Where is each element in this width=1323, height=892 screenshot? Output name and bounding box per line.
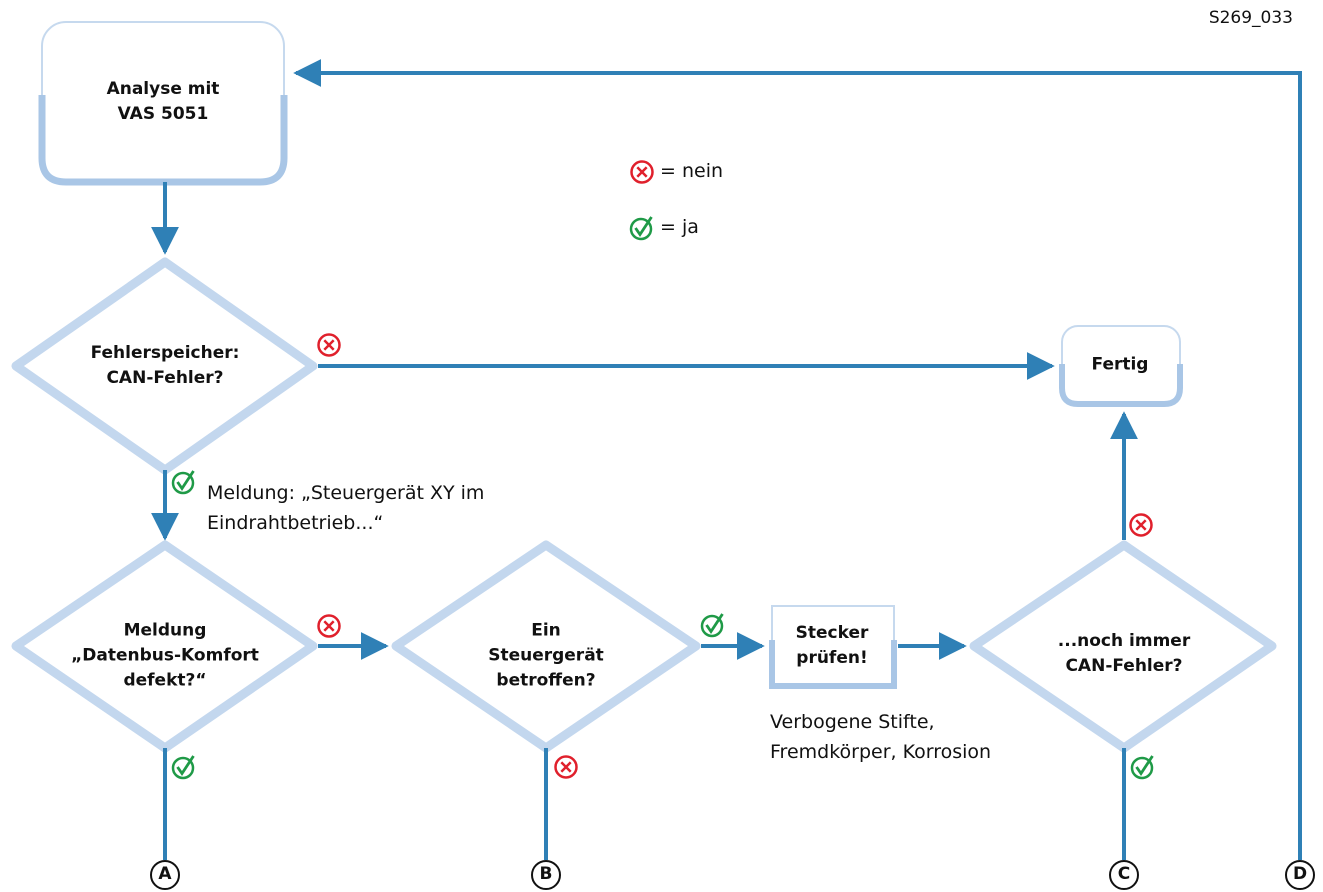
done-label-text: Fertig	[1091, 354, 1149, 375]
q3-label-line-3: betroffen?	[496, 670, 596, 691]
connector-a: A	[150, 860, 180, 890]
check-box-shape	[769, 605, 897, 689]
check-note: Verbogene Stifte, Fremdkörper, Korrosion	[770, 707, 991, 767]
start-label-line-1: Analyse mit	[106, 79, 220, 99]
q1-yes-note-line-1: Meldung: „Steuergerät XY im	[207, 482, 485, 504]
done-label: Fertig	[1092, 353, 1149, 378]
done-box-shape	[1059, 325, 1183, 407]
q3-label-line-2: Steuergerät	[488, 645, 604, 666]
q3-label-line-1: Ein	[531, 620, 561, 641]
no-icon	[630, 160, 654, 184]
q3-label: Ein Steuergerät betroffen?	[488, 619, 604, 694]
yes-icon	[171, 755, 195, 780]
figure-code: S269_033	[1208, 8, 1293, 28]
connector-b: B	[531, 860, 561, 890]
connector-c: C	[1109, 860, 1139, 890]
check-label-line-1: Stecker	[795, 623, 869, 643]
yes-icon	[171, 470, 195, 495]
q2-label-line-3: defekt?“	[123, 670, 207, 691]
start-label: Analyse mit VAS 5051	[107, 77, 220, 127]
no-icon	[317, 333, 341, 357]
check-label-line-2: prüfen!	[796, 648, 868, 668]
flow-d-back-to-start	[293, 59, 1302, 860]
q1-label-line-2: CAN-Fehler?	[106, 368, 224, 388]
q4-label: ...noch immer CAN-Fehler?	[1058, 629, 1190, 679]
no-icon	[317, 614, 341, 638]
yes-icon	[629, 216, 653, 241]
q2-label: Meldung „Datenbus-Komfort defekt?“	[71, 619, 259, 694]
yes-icon	[700, 613, 724, 638]
q1-yes-note: Meldung: „Steuergerät XY im Eindrahtbetr…	[207, 478, 484, 538]
q4-label-line-2: CAN-Fehler?	[1065, 656, 1183, 676]
yes-icon	[1130, 755, 1154, 780]
q4-label-line-1: ...noch immer	[1057, 631, 1191, 651]
check-note-line-1: Verbogene Stifte,	[770, 711, 935, 733]
legend-yes-text: = ja	[660, 216, 699, 238]
no-icon	[1129, 513, 1153, 537]
q1-label-line-1: Fehlerspeicher:	[90, 343, 240, 363]
connector-d: D	[1285, 860, 1315, 890]
start-label-line-2: VAS 5051	[117, 104, 209, 124]
q1-yes-note-line-2: Eindrahtbetrieb...“	[207, 512, 384, 534]
q2-label-line-2: „Datenbus-Komfort	[71, 645, 259, 666]
check-note-line-2: Fremdkörper, Korrosion	[770, 741, 992, 763]
check-label: Stecker prüfen!	[796, 621, 869, 671]
q2-label-line-1: Meldung	[123, 620, 207, 641]
q1-label: Fehlerspeicher: CAN-Fehler?	[91, 341, 240, 391]
legend-no-text: = nein	[660, 160, 724, 182]
no-icon	[554, 755, 578, 779]
